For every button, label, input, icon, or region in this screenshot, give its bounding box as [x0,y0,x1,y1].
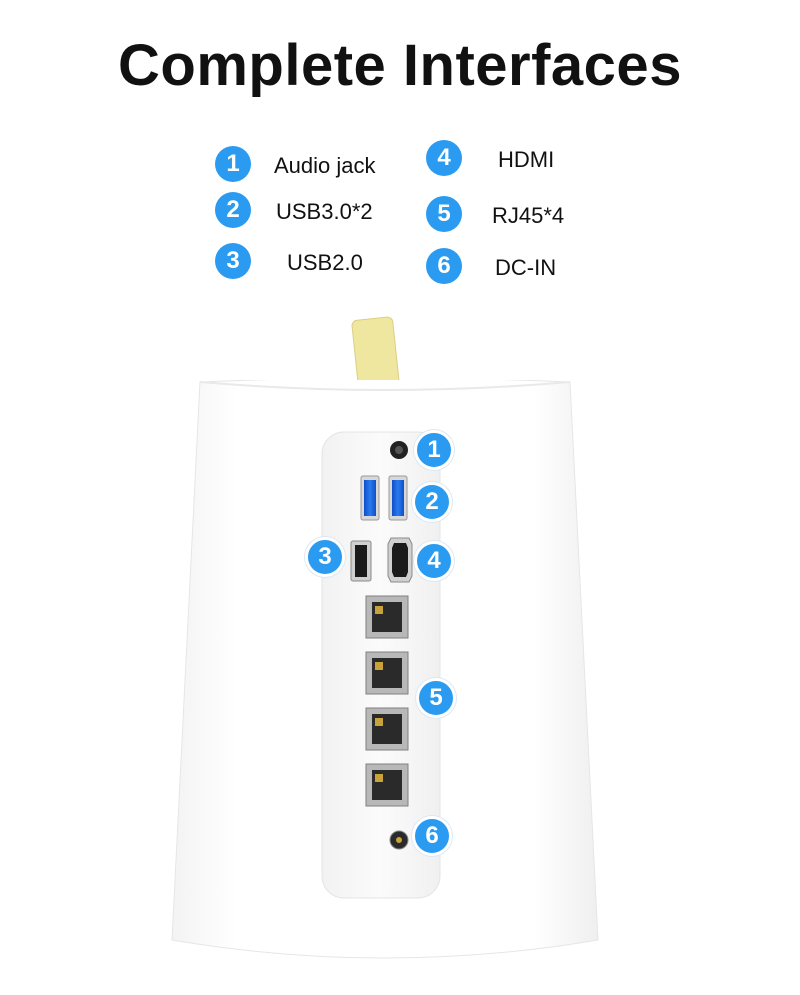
callout-4: 4 [414,541,454,581]
page-title: Complete Interfaces [118,33,682,98]
callout-2: 2 [412,482,452,522]
legend-badge-2: 2 [215,192,251,228]
legend-label-rj45: RJ45*4 [492,203,565,228]
legend-badge-5: 5 [426,196,462,232]
rj45-ports [365,595,409,807]
callout-3: 3 [305,537,345,577]
legend-label-usb3: USB3.0*2 [276,199,373,224]
legend-badge-3: 3 [215,243,251,279]
legend-badge-1: 1 [215,146,251,182]
callout-5: 5 [416,678,456,718]
dc-in-port [389,830,409,850]
legend-label-audio-jack: Audio jack [274,153,376,178]
legend-label-usb2: USB2.0 [287,250,363,275]
legend-badge-4: 4 [426,140,462,176]
usb2-port [350,540,372,582]
hdmi-port [387,537,413,583]
legend-label-dc-in: DC-IN [495,255,557,280]
mini-pc-device [171,380,599,959]
legend-label-hdmi: HDMI [498,147,555,172]
usb3-ports [360,475,408,521]
callout-6: 6 [412,816,452,856]
callout-1: 1 [414,430,454,470]
legend-badge-6: 6 [426,248,462,284]
